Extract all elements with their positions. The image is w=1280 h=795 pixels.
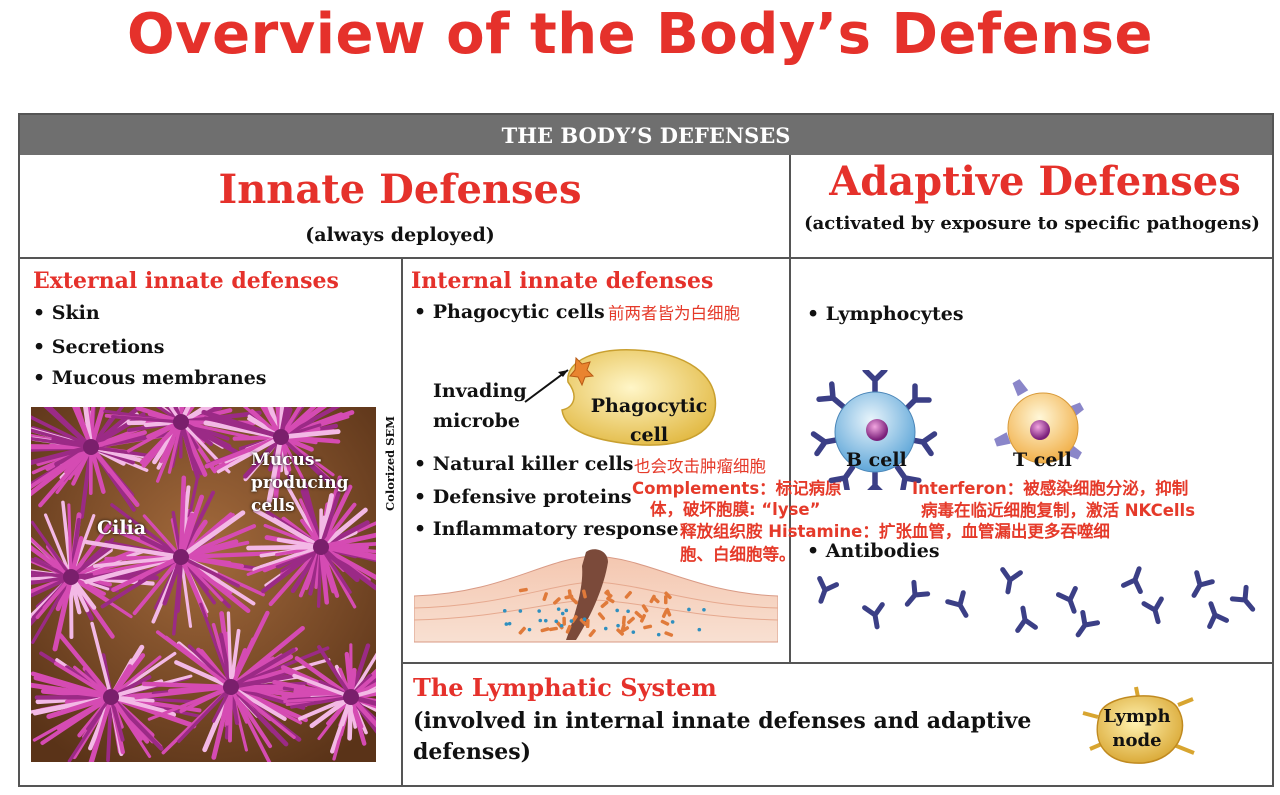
- internal-title: Internal innate defenses: [411, 268, 714, 294]
- note-complements-2: 体，破坏胞膜: “lyse”: [650, 500, 821, 519]
- internal-phagocytic: • Phagocytic cells: [414, 301, 605, 323]
- external-item-mucous: • Mucous membranes: [33, 367, 267, 389]
- divider-lymphatic: [402, 662, 1272, 664]
- note-histamine-2: 胞、白细胞等。: [680, 545, 796, 564]
- page-title: Overview of the Body’s Defense: [127, 2, 1153, 67]
- lymphatic-description: (involved in internal innate defenses an…: [413, 708, 1032, 765]
- phagocytic-cell-label: Phagocytic cell: [590, 395, 708, 446]
- external-item-skin: • Skin: [33, 302, 100, 324]
- table-header: THE BODY’S DEFENSES: [20, 115, 1272, 155]
- cilia-sem-image: Cilia Mucus- producing cells: [31, 407, 376, 762]
- adaptive-title: Adaptive Defenses: [829, 158, 1241, 205]
- phagocyte-illustration: [520, 340, 730, 450]
- cilia-label: Cilia: [97, 517, 147, 539]
- antibodies-illustration: [795, 560, 1265, 650]
- internal-nk-cells: • Natural killer cells: [414, 453, 634, 475]
- divider-external-internal: [401, 258, 403, 786]
- divider-innate-adaptive: [789, 155, 791, 663]
- mucus-cells-label: Mucus- producing cells: [251, 450, 349, 516]
- adaptive-antibodies: • Antibodies: [807, 540, 940, 562]
- inflammation-illustration: [413, 548, 779, 644]
- note-interferon-1: Interferon：被感染细胞分泌，抑制: [912, 479, 1189, 498]
- lymph-node-illustration: Lymph node: [1078, 683, 1198, 773]
- divider-header-row: [20, 257, 1272, 259]
- innate-title: Innate Defenses: [218, 166, 582, 213]
- note-complements-1: Complements：标记病原: [632, 479, 842, 498]
- adaptive-subtitle: (activated by exposure to specific patho…: [804, 213, 1260, 234]
- b-cell-label: B cell: [846, 449, 907, 471]
- note-nk: 也会攻击肿瘤细胞: [634, 457, 766, 476]
- internal-defensive-proteins: • Defensive proteins: [414, 486, 632, 508]
- adaptive-lymphocytes: • Lymphocytes: [807, 303, 964, 325]
- note-histamine-1: 释放组织胺 Histamine：扩张血管，血管漏出更多吞噬细: [680, 522, 1110, 541]
- note-phagocytes: 前两者皆为白细胞: [608, 304, 740, 323]
- t-cell-label: T cell: [1013, 449, 1072, 471]
- innate-subtitle: (always deployed): [305, 224, 495, 246]
- note-interferon-2: 病毒在临近细胞复制，激活 NKCells: [921, 501, 1196, 520]
- external-item-secretions: • Secretions: [33, 336, 165, 358]
- external-title: External innate defenses: [33, 268, 339, 294]
- internal-inflammatory: • Inflammatory response: [414, 518, 679, 540]
- defenses-table: [18, 113, 1274, 787]
- invading-microbe-label: Invading microbe: [433, 380, 527, 432]
- sem-caption: Colorized SEM: [383, 416, 397, 511]
- lymphocyte-illustration: [795, 367, 1095, 499]
- lymphatic-title: The Lymphatic System: [413, 673, 717, 702]
